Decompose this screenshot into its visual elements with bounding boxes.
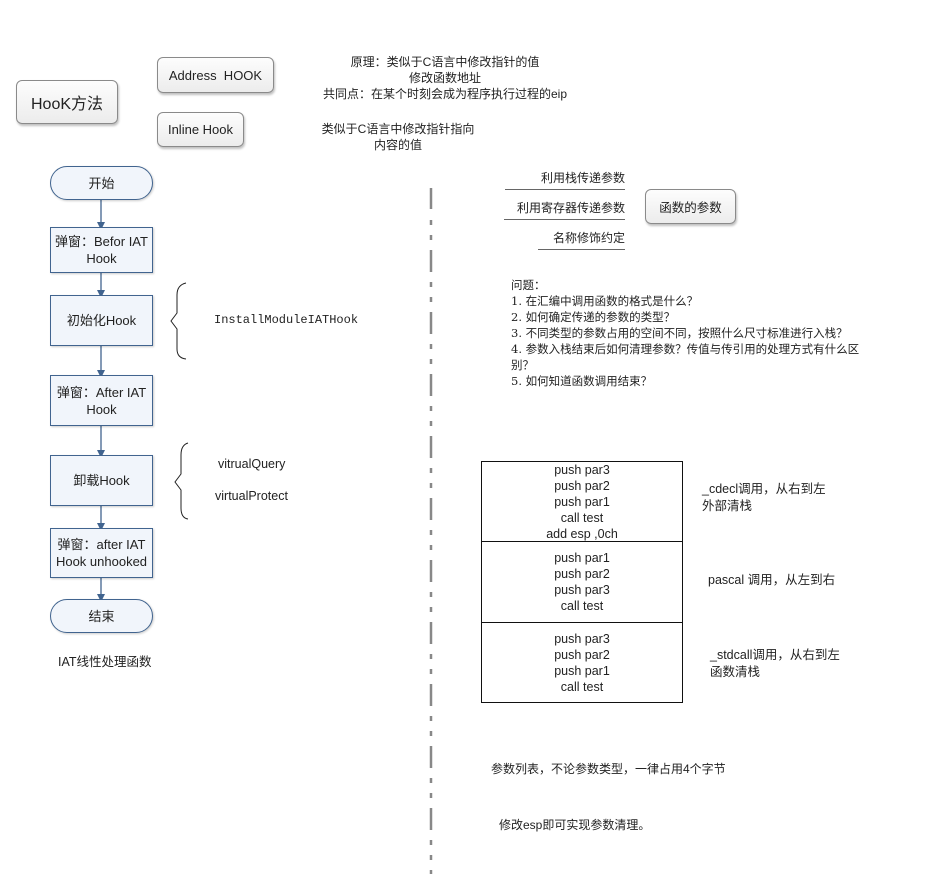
convention-cell-cdecl: push par3 push par2 push par1 call test … [482, 462, 682, 542]
question-item: 别？ [511, 358, 534, 372]
hook-methods-label: HooK方法 [30, 96, 104, 113]
questions-heading: 问题： [511, 278, 546, 292]
convention-label-cdecl: _cdecl调用，从右到左 外部清栈 [702, 481, 826, 515]
function-params-box[interactable]: 函数的参数 [645, 189, 736, 224]
brace-2-item: virtualProtect [215, 489, 288, 503]
flow-step-label: Hook [86, 401, 117, 417]
param-branch-label: 利用栈传递参数 [540, 171, 625, 185]
questions-block: 问题： 1. 在汇编中调用函数的格式是什么？ 2. 如何确定传递的参数的类型？ … [511, 277, 859, 389]
brace-1-item: InstallModuleIATHook [214, 313, 359, 327]
param-branch-label: 名称修饰约定 [552, 231, 625, 245]
calling-convention-table: push par3 push par2 push par1 call test … [481, 461, 683, 703]
param-branch: 利用栈传递参数 [505, 169, 625, 190]
question-item: 4. 参数入栈结束后如何清理参数？传值与传引用的处理方式有什么区 [511, 342, 860, 356]
flow-end-label: 结束 [88, 608, 115, 624]
flow-step-init-hook[interactable]: 初始化Hook [50, 295, 153, 346]
code-line: push par3 [554, 462, 610, 477]
address-hook-box[interactable]: Address HOOK [157, 57, 274, 93]
param-branch: 名称修饰约定 [538, 229, 625, 250]
convention-label-stdcall: _stdcall调用，从右到左 函数清栈 [710, 647, 840, 681]
code-line: add esp ,0ch [546, 526, 618, 541]
code-line: push par2 [554, 567, 610, 581]
question-item: 3. 不同类型的参数占用的空间不同，按照什么尺寸标准进行入栈？ [511, 326, 848, 340]
code-line: push par2 [554, 647, 610, 662]
address-hook-note: 原理：类似于C语言中修改指针的值 修改函数地址 共同点：在某个时刻会成为程序执行… [300, 54, 590, 102]
brace-1 [170, 282, 187, 360]
flow-step-label: Hook unhooked [55, 554, 148, 569]
convention-label-line: pascal 调用，从左到右 [708, 573, 836, 587]
code-line: call test [560, 599, 604, 613]
flow-step-label: Hook [86, 251, 117, 266]
inline-hook-box[interactable]: Inline Hook [157, 112, 244, 147]
flow-end[interactable]: 结束 [50, 599, 153, 633]
question-item: 1. 在汇编中调用函数的格式是什么？ [511, 294, 699, 308]
code-line: call test [560, 679, 604, 694]
flow-step-unhooked[interactable]: 弹窗：after IAT Hook unhooked [50, 528, 153, 578]
inline-hook-label: Inline Hook [167, 122, 234, 137]
param-branch-label: 利用寄存器传递参数 [516, 201, 625, 215]
flow-start-label: 开始 [88, 175, 115, 191]
hook-methods-box[interactable]: HooK方法 [16, 80, 118, 124]
function-params-label: 函数的参数 [659, 201, 722, 215]
code-line: push par3 [554, 583, 610, 597]
brace-2 [174, 442, 189, 520]
bottom-note-esp-cleanup: 修改esp即可实现参数清理。 [499, 818, 651, 832]
bottom-note-param-size: 参数列表，不论参数类型，一律占用4个字节 [491, 762, 726, 776]
code-line: push par1 [554, 663, 610, 678]
flow-step-label: 卸载Hook [73, 473, 130, 488]
note-line: 类似于C语言中修改指针指向 [321, 122, 475, 136]
inline-hook-note: 类似于C语言中修改指针指向 内容的值 [300, 121, 496, 153]
question-item: 5. 如何知道函数调用结束？ [511, 374, 653, 388]
code-line: push par1 [554, 551, 610, 565]
brace-2-item: vitrualQuery [218, 457, 286, 471]
flow-step-label: 弹窗：after IAT [57, 537, 146, 552]
code-line: push par1 [554, 494, 610, 509]
convention-cell-stdcall: push par3 push par2 push par1 call test [482, 623, 682, 702]
flow-step-label: 初始化Hook [66, 313, 137, 328]
question-item: 2. 如何确定传递的参数的类型？ [511, 310, 676, 324]
convention-label-line: 外部清栈 [702, 499, 753, 513]
note-line: 修改函数地址 [408, 71, 481, 85]
note-line: 共同点：在某个时刻会成为程序执行过程的eip [322, 87, 567, 101]
flowchart-caption: IAT线性处理函数 [58, 655, 152, 669]
convention-cell-pascal: push par1 push par2 push par3 call test [482, 542, 682, 623]
flow-step-label: 弹窗：After IAT [56, 384, 147, 400]
note-line: 原理：类似于C语言中修改指针的值 [350, 55, 540, 69]
convention-label-line: _cdecl调用，从右到左 [702, 482, 826, 496]
code-line: push par2 [554, 478, 610, 493]
flow-step-after-hook[interactable]: 弹窗：After IAT Hook [50, 375, 153, 426]
convention-label-line: 函数清栈 [710, 665, 761, 679]
flow-step-before-hook[interactable]: 弹窗：Befor IAT Hook [50, 227, 153, 273]
note-line: 内容的值 [373, 138, 422, 152]
convention-label-line: _stdcall调用，从右到左 [710, 648, 840, 662]
flow-step-unload-hook[interactable]: 卸载Hook [50, 455, 153, 506]
address-hook-label: Address HOOK [168, 67, 263, 83]
code-line: call test [560, 510, 604, 525]
flow-start[interactable]: 开始 [50, 166, 153, 200]
flow-step-label: 弹窗：Befor IAT [55, 234, 148, 249]
code-line: push par3 [554, 631, 610, 646]
convention-label-pascal: pascal 调用，从左到右 [708, 572, 835, 589]
param-branch: 利用寄存器传递参数 [504, 199, 625, 220]
